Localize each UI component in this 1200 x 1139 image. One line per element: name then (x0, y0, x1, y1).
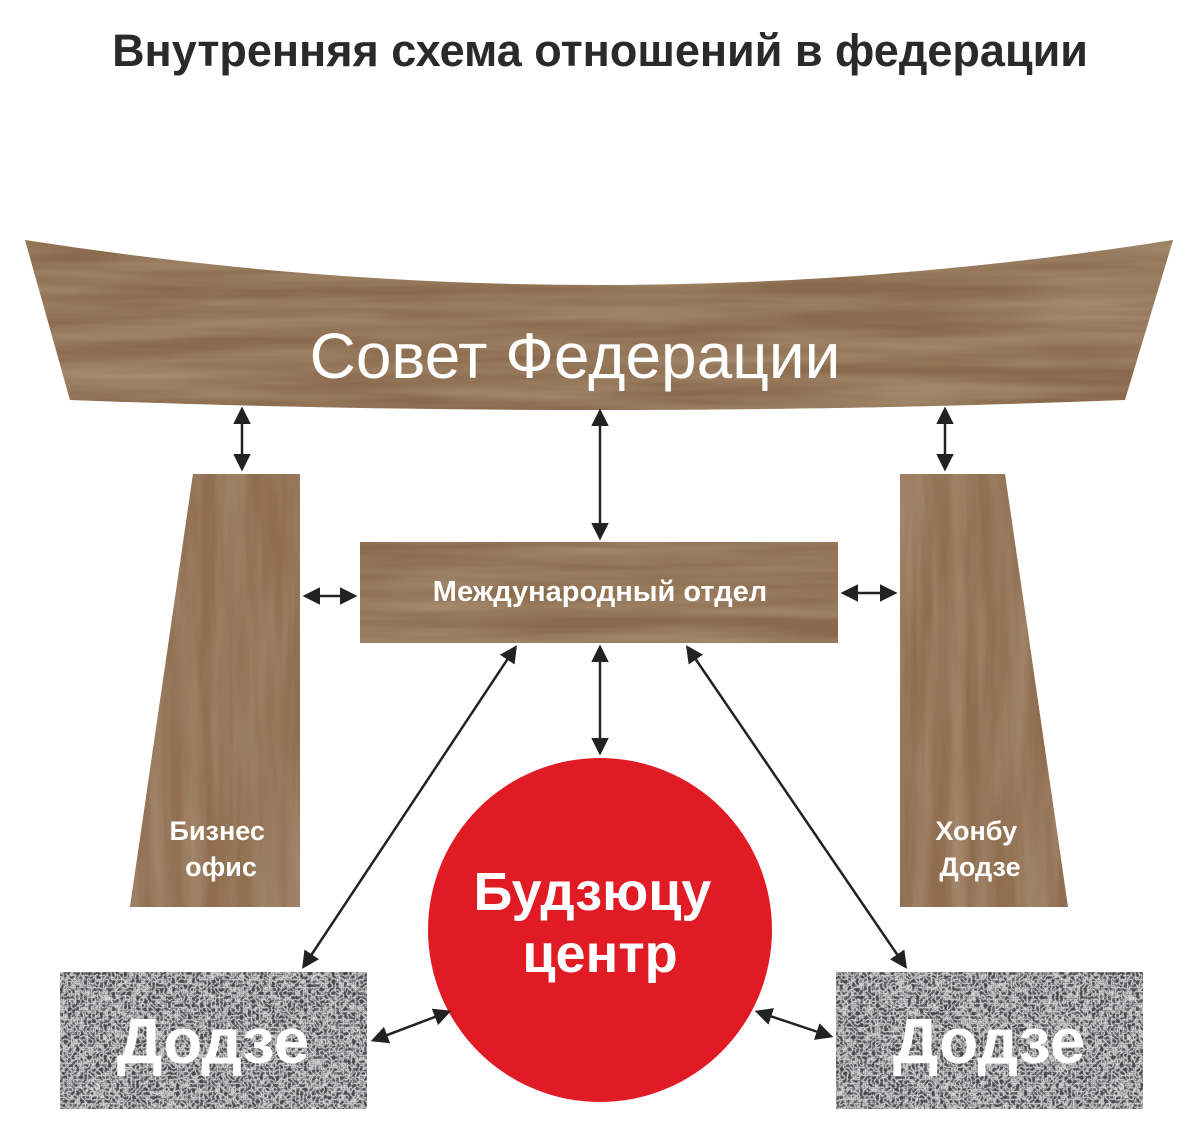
dojo-left-label: Додзе (117, 1005, 310, 1077)
international-department-beam: Международный отдел (360, 542, 838, 643)
budzyutsu-line-2: центр (522, 924, 677, 984)
council-label: Совет Федерации (310, 320, 841, 392)
arrow-dojo-left-budzyutsu (370, 1008, 452, 1044)
honbu-dojo-pillar: Хонбу Додзе (900, 474, 1068, 907)
arrow-budzyutsu-dojo-right (754, 1008, 834, 1040)
arrow-international-dojo-right (686, 645, 907, 969)
connector-arrows (233, 406, 954, 1044)
page-title: Внутренняя схема отношений в федерации (112, 25, 1088, 76)
budzyutsu-line-1: Будзюцу (474, 862, 712, 922)
dojo-right-block: Додзе (836, 972, 1143, 1109)
business-office-line-1: Бизнес (170, 816, 265, 846)
business-office-line-2: офис (185, 852, 257, 882)
honbu-dojo-line-2: Додзе (939, 852, 1020, 882)
dojo-left-block: Додзе (60, 972, 367, 1109)
business-office-label: Бизнес офис (170, 816, 273, 882)
arrow-international-dojo-left (302, 645, 517, 969)
honbu-dojo-line-1: Хонбу (935, 816, 1017, 846)
budzyutsu-center-circle: Будзюцу центр (428, 758, 772, 1102)
council-beam: Совет Федерации (25, 240, 1173, 410)
dojo-right-label: Додзе (893, 1005, 1086, 1077)
honbu-dojo-label: Хонбу Додзе (935, 816, 1024, 882)
business-office-pillar: Бизнес офис (130, 474, 300, 907)
international-department-label: Международный отдел (433, 576, 767, 608)
